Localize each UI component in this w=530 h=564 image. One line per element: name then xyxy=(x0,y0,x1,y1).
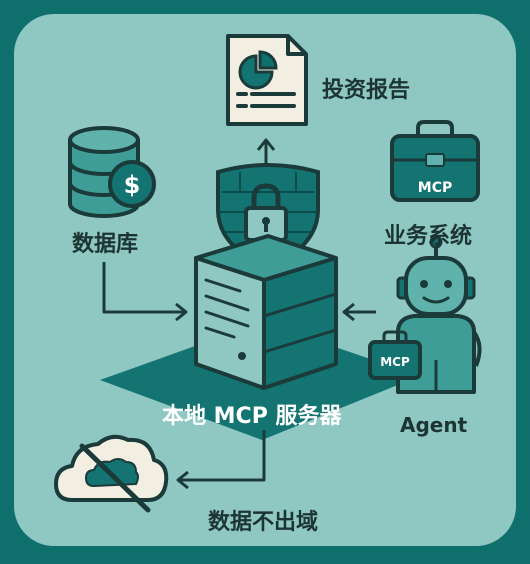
agent-mcp-badge: MCP xyxy=(380,355,410,369)
svg-text:$: $ xyxy=(124,171,141,199)
server-shield-lock-icon xyxy=(194,163,338,390)
data-local-label: 数据不出域 xyxy=(208,510,319,535)
business-mcp-badge: MCP xyxy=(418,180,452,196)
agent-label: Agent xyxy=(400,413,468,437)
report-label: 投资报告 xyxy=(322,78,411,103)
cloud-off-icon xyxy=(54,434,169,513)
document-chart-icon xyxy=(226,34,308,126)
database-label: 数据库 xyxy=(72,232,139,257)
arrow-server-to-data-local xyxy=(176,430,266,490)
database-dollar-icon: $ xyxy=(68,126,156,218)
arrow-agent-to-server xyxy=(342,302,376,322)
robot-agent-icon: MCP xyxy=(368,235,482,394)
arrow-database-to-server xyxy=(102,262,188,322)
server-label: 本地 MCP 服务器 xyxy=(162,404,342,429)
briefcase-icon: MCP xyxy=(390,120,480,202)
business-system-label: 业务系统 xyxy=(384,224,473,249)
